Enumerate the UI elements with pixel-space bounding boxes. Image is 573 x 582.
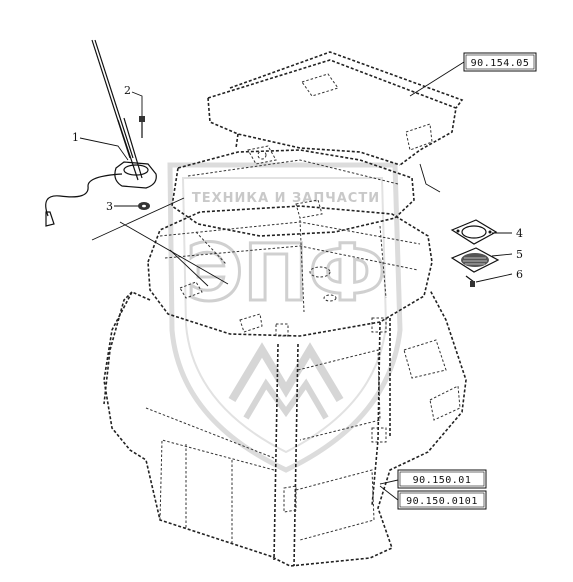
nut-item-3 [138, 202, 150, 210]
callout-6: 6 [516, 268, 523, 281]
callout-5: 5 [516, 248, 523, 261]
reference-label-middle: 90.150.01 [413, 475, 472, 486]
speaker-frame-item-4 [450, 219, 498, 245]
reference-box-middle: 90.150.01 [397, 469, 487, 489]
watermark-big-text: ЭПФ [186, 229, 386, 319]
reference-box-top: 90.154.05 [463, 52, 537, 72]
screw-item-2 [139, 116, 145, 138]
callout-labels: 1 2 3 4 5 6 [72, 84, 523, 281]
antenna-assembly [45, 39, 157, 227]
callout-2: 2 [124, 84, 131, 97]
watermark: ТЕХНИКА И ЗАПЧАСТИ ЭПФ [167, 162, 403, 473]
cab-roof-lower [147, 205, 433, 337]
roof-cover [207, 51, 464, 166]
screw-item-6 [465, 275, 475, 287]
callout-3: 3 [106, 200, 113, 213]
cab-body [103, 289, 467, 567]
speaker-grille-item-5 [450, 247, 500, 273]
reference-label-bottom: 90.150.0101 [406, 496, 478, 507]
reference-box-bottom: 90.150.0101 [397, 490, 487, 510]
roof-shell [171, 145, 415, 237]
watermark-top-text: ТЕХНИКА И ЗАПЧАСТИ [192, 191, 380, 206]
reference-label-top: 90.154.05 [471, 58, 530, 69]
leader-lines [79, 61, 513, 501]
callout-1: 1 [72, 131, 79, 144]
callout-4: 4 [516, 227, 523, 240]
